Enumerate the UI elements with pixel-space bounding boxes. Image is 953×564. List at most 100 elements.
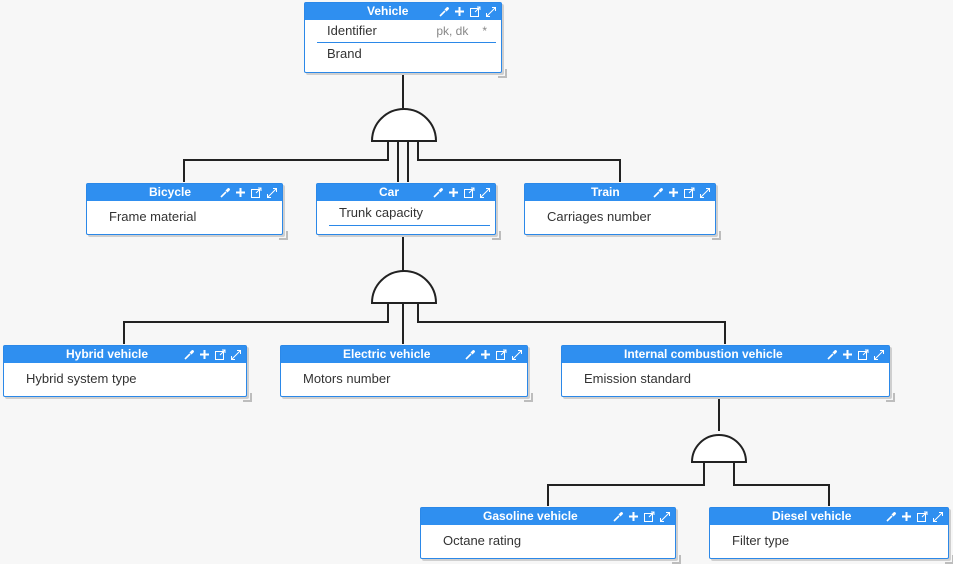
open-external-icon[interactable] bbox=[214, 349, 226, 361]
attribute-name: Hybrid system type bbox=[26, 371, 137, 386]
attribute-required-flag: * bbox=[482, 24, 487, 38]
attribute-name: Identifier bbox=[327, 23, 377, 38]
entity-toolbar bbox=[652, 184, 711, 201]
entity-header[interactable]: Internal combustion vehicle bbox=[562, 346, 889, 363]
entity-bicycle[interactable]: Bicycle Frame material bbox=[86, 183, 288, 240]
entity-toolbar bbox=[464, 346, 523, 363]
attribute-row[interactable]: Octane rating bbox=[421, 525, 675, 557]
eyedropper-icon[interactable] bbox=[438, 6, 450, 18]
entity-title: Vehicle bbox=[367, 4, 409, 18]
expand-icon[interactable] bbox=[485, 6, 497, 18]
attribute-row[interactable]: Motors number bbox=[281, 363, 527, 395]
expand-icon[interactable] bbox=[230, 349, 242, 361]
key-separator bbox=[317, 42, 496, 43]
entity-header[interactable]: Gasoline vehicle bbox=[421, 508, 675, 525]
resize-handle[interactable] bbox=[945, 555, 953, 564]
key-separator bbox=[329, 225, 490, 226]
entity-title: Gasoline vehicle bbox=[483, 509, 578, 523]
expand-icon[interactable] bbox=[659, 511, 671, 523]
open-external-icon[interactable] bbox=[916, 511, 928, 523]
attribute-row[interactable]: Emission standard bbox=[562, 363, 889, 395]
entity-toolbar bbox=[885, 508, 944, 525]
entity-car[interactable]: Car Trunk capacity bbox=[316, 183, 501, 240]
eyedropper-icon[interactable] bbox=[652, 187, 664, 199]
resize-handle[interactable] bbox=[886, 393, 895, 402]
plus-icon[interactable] bbox=[454, 6, 465, 17]
entity-header[interactable]: Diesel vehicle bbox=[710, 508, 948, 525]
open-external-icon[interactable] bbox=[469, 6, 481, 18]
open-external-icon[interactable] bbox=[683, 187, 695, 199]
expand-icon[interactable] bbox=[873, 349, 885, 361]
entity-header[interactable]: Bicycle bbox=[87, 184, 282, 201]
entity-header[interactable]: Vehicle bbox=[305, 3, 501, 20]
entity-toolbar bbox=[438, 3, 497, 20]
open-external-icon[interactable] bbox=[643, 511, 655, 523]
eyedropper-icon[interactable] bbox=[219, 187, 231, 199]
entity-toolbar bbox=[432, 184, 491, 201]
entity-title: Hybrid vehicle bbox=[66, 347, 149, 361]
entity-hybrid-vehicle[interactable]: Hybrid vehicle Hybrid system type bbox=[3, 345, 252, 402]
eyedropper-icon[interactable] bbox=[464, 349, 476, 361]
attribute-name: Brand bbox=[327, 46, 362, 61]
resize-handle[interactable] bbox=[712, 231, 721, 240]
plus-icon[interactable] bbox=[842, 349, 853, 360]
eyedropper-icon[interactable] bbox=[826, 349, 838, 361]
plus-icon[interactable] bbox=[235, 187, 246, 198]
entity-title: Electric vehicle bbox=[343, 347, 431, 361]
entity-gasoline-vehicle[interactable]: Gasoline vehicle Octane rating bbox=[420, 507, 681, 564]
entity-header[interactable]: Train bbox=[525, 184, 715, 201]
attribute-row[interactable]: Identifier pk, dk * bbox=[305, 20, 501, 42]
open-external-icon[interactable] bbox=[857, 349, 869, 361]
resize-handle[interactable] bbox=[672, 555, 681, 564]
attribute-keys: pk, dk bbox=[436, 24, 469, 38]
attribute-name: Frame material bbox=[109, 209, 197, 224]
entity-electric-vehicle[interactable]: Electric vehicle Motors number bbox=[280, 345, 533, 402]
attribute-name: Filter type bbox=[732, 533, 790, 548]
attribute-row[interactable]: Filter type bbox=[710, 525, 948, 557]
open-external-icon[interactable] bbox=[495, 349, 507, 361]
entity-title: Diesel vehicle bbox=[772, 509, 852, 523]
resize-handle[interactable] bbox=[524, 393, 533, 402]
entity-toolbar bbox=[612, 508, 671, 525]
plus-icon[interactable] bbox=[628, 511, 639, 522]
attribute-row[interactable]: Hybrid system type bbox=[4, 363, 246, 395]
plus-icon[interactable] bbox=[668, 187, 679, 198]
plus-icon[interactable] bbox=[480, 349, 491, 360]
attribute-row[interactable]: Brand bbox=[305, 43, 501, 64]
attribute-row[interactable]: Trunk capacity bbox=[317, 201, 495, 225]
expand-icon[interactable] bbox=[266, 187, 278, 199]
entity-title: Bicycle bbox=[149, 185, 192, 199]
entity-title: Internal combustion vehicle bbox=[624, 347, 783, 361]
resize-handle[interactable] bbox=[498, 69, 507, 78]
entity-diesel-vehicle[interactable]: Diesel vehicle Filter type bbox=[709, 507, 953, 564]
attribute-row[interactable]: Carriages number bbox=[525, 201, 715, 233]
open-external-icon[interactable] bbox=[463, 187, 475, 199]
attribute-row[interactable]: Frame material bbox=[87, 201, 282, 233]
plus-icon[interactable] bbox=[901, 511, 912, 522]
eyedropper-icon[interactable] bbox=[183, 349, 195, 361]
entity-internal-combustion-vehicle[interactable]: Internal combustion vehicle Emission sta… bbox=[561, 345, 895, 402]
resize-handle[interactable] bbox=[492, 231, 501, 240]
entity-toolbar bbox=[183, 346, 242, 363]
eyedropper-icon[interactable] bbox=[432, 187, 444, 199]
entity-train[interactable]: Train Carriages number bbox=[524, 183, 721, 240]
expand-icon[interactable] bbox=[479, 187, 491, 199]
plus-icon[interactable] bbox=[448, 187, 459, 198]
open-external-icon[interactable] bbox=[250, 187, 262, 199]
attribute-name: Emission standard bbox=[584, 371, 691, 386]
entity-vehicle[interactable]: Vehicle Identifier pk, dk * Brand bbox=[304, 2, 507, 78]
entity-toolbar bbox=[219, 184, 278, 201]
eyedropper-icon[interactable] bbox=[885, 511, 897, 523]
entity-header[interactable]: Electric vehicle bbox=[281, 346, 527, 363]
expand-icon[interactable] bbox=[699, 187, 711, 199]
expand-icon[interactable] bbox=[511, 349, 523, 361]
entity-header[interactable]: Hybrid vehicle bbox=[4, 346, 246, 363]
attribute-name: Carriages number bbox=[547, 209, 652, 224]
expand-icon[interactable] bbox=[932, 511, 944, 523]
plus-icon[interactable] bbox=[199, 349, 210, 360]
eyedropper-icon[interactable] bbox=[612, 511, 624, 523]
resize-handle[interactable] bbox=[279, 231, 288, 240]
resize-handle[interactable] bbox=[243, 393, 252, 402]
entity-header[interactable]: Car bbox=[317, 184, 495, 201]
